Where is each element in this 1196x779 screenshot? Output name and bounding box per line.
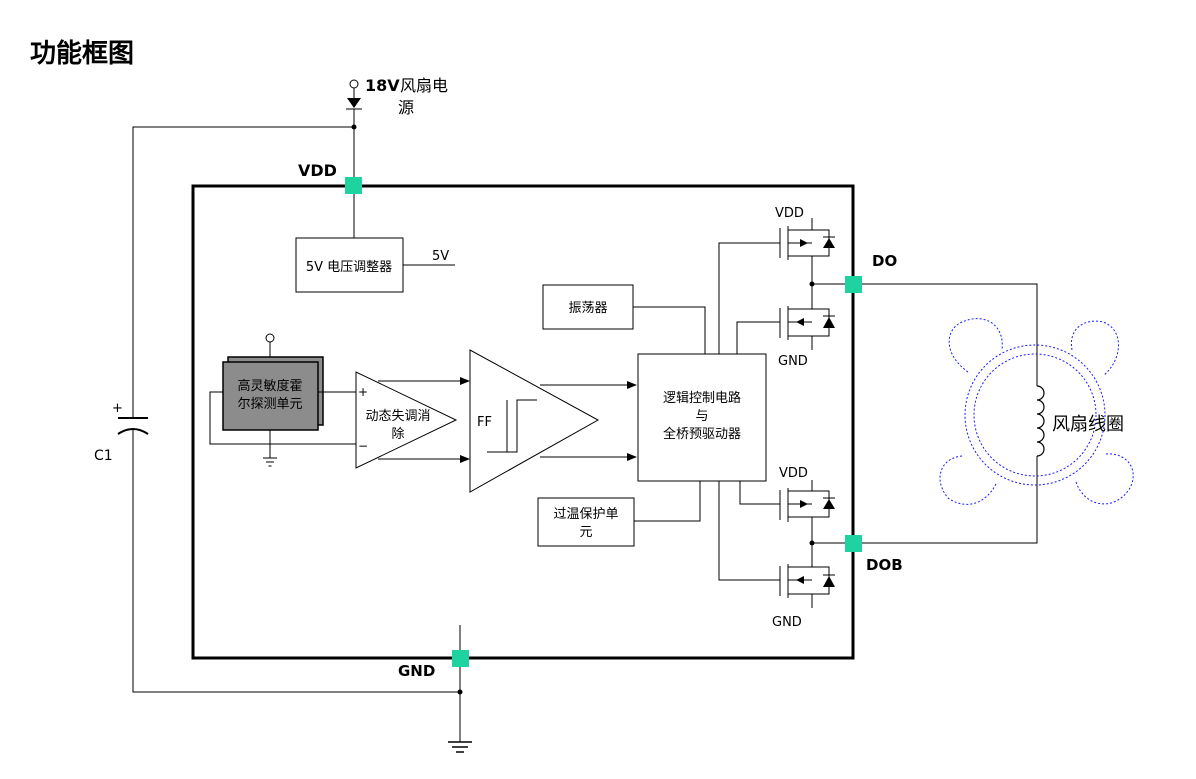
vdd-pin-label: VDD <box>298 161 337 180</box>
fan-outline <box>939 318 1134 505</box>
supply-diode-icon <box>347 98 361 108</box>
gnd-pin-label: GND <box>398 662 435 680</box>
logic-line2: 与 <box>695 409 708 424</box>
vdd-wire <box>132 126 354 418</box>
capacitor-label: C1 <box>94 448 113 464</box>
top-gnd-label: GND <box>778 354 808 369</box>
top-vdd-label: VDD <box>775 206 804 221</box>
mosfet-high-side-top <box>779 218 835 262</box>
dob-pad <box>845 535 862 552</box>
gnd-wire <box>132 430 460 693</box>
gnd-pad <box>452 650 469 667</box>
chip-boundary <box>191 184 855 660</box>
do-pad <box>845 276 862 293</box>
fan-coil-icon <box>1036 380 1045 460</box>
vdd-pad <box>345 177 362 194</box>
thermal-protection-block <box>537 497 635 547</box>
supply-terminal <box>346 79 362 180</box>
do-pin-label: DO <box>872 252 897 270</box>
bottom-vdd-label: VDD <box>779 466 808 481</box>
logic-line3: 全桥预驱动器 <box>663 426 741 442</box>
regulator-label: 5V 电压调整器 <box>306 260 392 275</box>
dob-pin-label: DOB <box>866 556 903 574</box>
hall-line1: 高灵敏度霍 <box>237 378 302 394</box>
offset-amplifier <box>355 371 458 469</box>
capacitor-plate-bottom <box>117 428 149 435</box>
mosfet-low-side-top <box>779 300 835 350</box>
hall-line2: 尔探测单元 <box>237 397 302 412</box>
mosfet-high-side-bottom <box>779 480 835 525</box>
page-title: 功能框图 <box>30 38 134 69</box>
coil-label: 风扇线圈 <box>1052 414 1124 435</box>
supply-desc-line1: 风扇电 <box>400 76 448 95</box>
hysteresis-icon <box>487 399 537 453</box>
ground-icon <box>263 457 277 467</box>
amp-line2: 除 <box>391 427 404 442</box>
amp-line1: 动态失调消 <box>365 409 430 424</box>
thermal-line1: 过温保护单 <box>553 507 618 522</box>
amp-plus: + <box>358 385 368 399</box>
mosfet-low-side-bottom <box>779 560 835 608</box>
bottom-gnd-label: GND <box>772 615 802 630</box>
amp-minus: − <box>358 439 368 453</box>
ground-icon <box>448 741 472 753</box>
logic-control-block <box>637 353 767 482</box>
schmitt-trigger <box>469 349 600 493</box>
thermal-line2: 元 <box>579 525 592 540</box>
oscillator-block <box>542 284 634 330</box>
oscillator-label: 振荡器 <box>568 301 607 316</box>
logic-line1: 逻辑控制电路 <box>663 390 741 406</box>
regulator-output: 5V <box>432 249 449 264</box>
capacitor-plus: + <box>112 401 123 416</box>
ff-label: FF <box>477 415 492 430</box>
supply-desc-line2: 源 <box>398 98 414 117</box>
supply-voltage: 18V <box>365 76 400 95</box>
